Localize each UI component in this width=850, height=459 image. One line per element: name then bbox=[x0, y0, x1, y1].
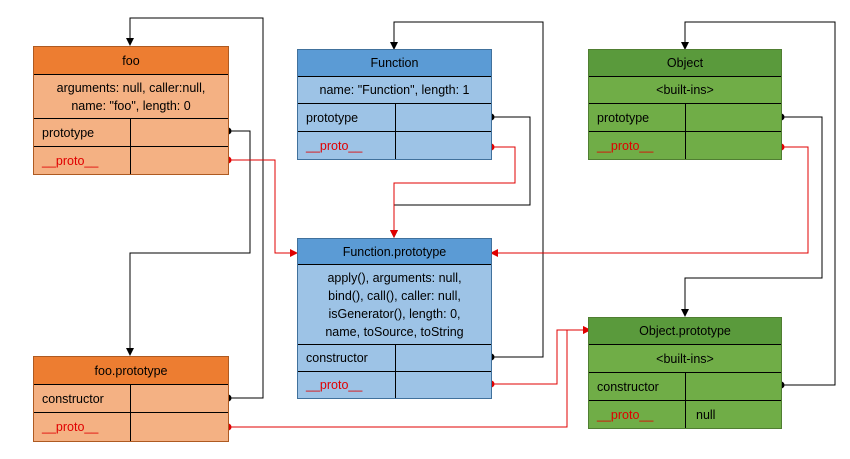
function-prototype-title: Function.prototype bbox=[298, 239, 491, 265]
function-box: Function name: "Function", length: 1 pro… bbox=[297, 49, 492, 160]
foo-title: foo bbox=[34, 47, 228, 75]
object-proto-row: __proto__ bbox=[589, 132, 781, 159]
object-prototype-constructor-value bbox=[686, 373, 781, 400]
function-prototype-desc-line2: bind(), call(), caller: null, bbox=[328, 288, 461, 303]
object-desc: <built-ins> bbox=[589, 77, 781, 104]
link-function-proto bbox=[390, 146, 516, 238]
foo-prototype-proto-label: __proto__ bbox=[34, 413, 131, 441]
object-prototype-constructor-label: constructor bbox=[589, 373, 686, 400]
object-title: Object bbox=[589, 50, 781, 77]
foo-box: foo arguments: null, caller:null, name: … bbox=[33, 46, 229, 175]
object-prototype-proto-label: __proto__ bbox=[589, 401, 686, 428]
link-object-proto bbox=[490, 146, 809, 257]
function-prototype-label: prototype bbox=[298, 104, 396, 131]
object-proto-value bbox=[686, 132, 781, 159]
foo-prototype-proto-row: __proto__ bbox=[34, 413, 228, 441]
object-prototype-proto-value: null bbox=[696, 407, 716, 422]
object-proto-label: __proto__ bbox=[589, 132, 686, 159]
function-prototype-box: Function.prototype apply(), arguments: n… bbox=[297, 238, 492, 399]
object-prototype-proto-row: __proto__ null bbox=[589, 401, 781, 428]
object-prototype-row: prototype bbox=[589, 104, 781, 132]
link-functionprototype-constructor bbox=[390, 21, 544, 358]
function-prototype-desc-line1: apply(), arguments: null, bbox=[327, 270, 462, 285]
foo-prototype-proto-value bbox=[131, 413, 228, 441]
function-prototype-desc-line3: isGenerator(), length: 0, bbox=[328, 306, 461, 321]
link-fooprototype-constructor bbox=[126, 17, 264, 399]
link-foo-prototype bbox=[126, 130, 251, 356]
object-prototype-constructor-row: constructor bbox=[589, 373, 781, 401]
foo-prototype-constructor-label: constructor bbox=[34, 385, 131, 412]
foo-desc: arguments: null, caller:null, name: "foo… bbox=[34, 75, 228, 119]
foo-proto-row: __proto__ bbox=[34, 147, 228, 174]
object-box: Object <built-ins> prototype __proto__ bbox=[588, 49, 782, 160]
function-prototype-value bbox=[396, 104, 491, 131]
link-foo-proto bbox=[228, 159, 298, 257]
foo-prototype-title: foo.prototype bbox=[34, 357, 228, 385]
function-prototype-desc-line4: name, toSource, toString bbox=[325, 324, 464, 339]
function-prototype-desc: apply(), arguments: null, bind(), call()… bbox=[298, 265, 491, 345]
foo-prototype-constructor-value bbox=[131, 385, 228, 412]
function-proto-value bbox=[396, 132, 491, 159]
foo-desc-line2: name: "foo", length: 0 bbox=[71, 98, 191, 113]
link-objectprototype-constructor bbox=[681, 21, 836, 386]
foo-proto-label: __proto__ bbox=[34, 147, 131, 174]
foo-prototype-box: foo.prototype constructor __proto__ bbox=[33, 356, 229, 442]
function-proto-label: __proto__ bbox=[298, 132, 396, 159]
object-prototype-desc: <built-ins> bbox=[589, 345, 781, 373]
function-prototype-constructor-value bbox=[396, 345, 491, 371]
function-prototype-constructor-label: constructor bbox=[298, 345, 396, 371]
foo-proto-value bbox=[131, 147, 228, 174]
function-prototype-row: prototype bbox=[298, 104, 491, 132]
function-prototype-proto-value bbox=[396, 372, 491, 398]
function-title: Function bbox=[298, 50, 491, 77]
object-prototype-value bbox=[686, 104, 781, 131]
link-fooprototype-proto bbox=[228, 326, 591, 428]
function-proto-row: __proto__ bbox=[298, 132, 491, 159]
object-prototype-label: prototype bbox=[589, 104, 686, 131]
object-prototype-box: Object.prototype <built-ins> constructor… bbox=[588, 317, 782, 429]
foo-prototype-label: prototype bbox=[34, 119, 131, 146]
foo-prototype-constructor-row: constructor bbox=[34, 385, 228, 413]
foo-desc-line1: arguments: null, caller:null, bbox=[56, 80, 206, 95]
foo-prototype-row: prototype bbox=[34, 119, 228, 147]
function-prototype-constructor-row: constructor bbox=[298, 345, 491, 372]
function-desc: name: "Function", length: 1 bbox=[298, 77, 491, 104]
link-object-prototype bbox=[681, 116, 823, 317]
object-prototype-title: Object.prototype bbox=[589, 318, 781, 345]
function-prototype-proto-row: __proto__ bbox=[298, 372, 491, 398]
foo-prototype-value bbox=[131, 119, 228, 146]
function-prototype-proto-label: __proto__ bbox=[298, 372, 396, 398]
